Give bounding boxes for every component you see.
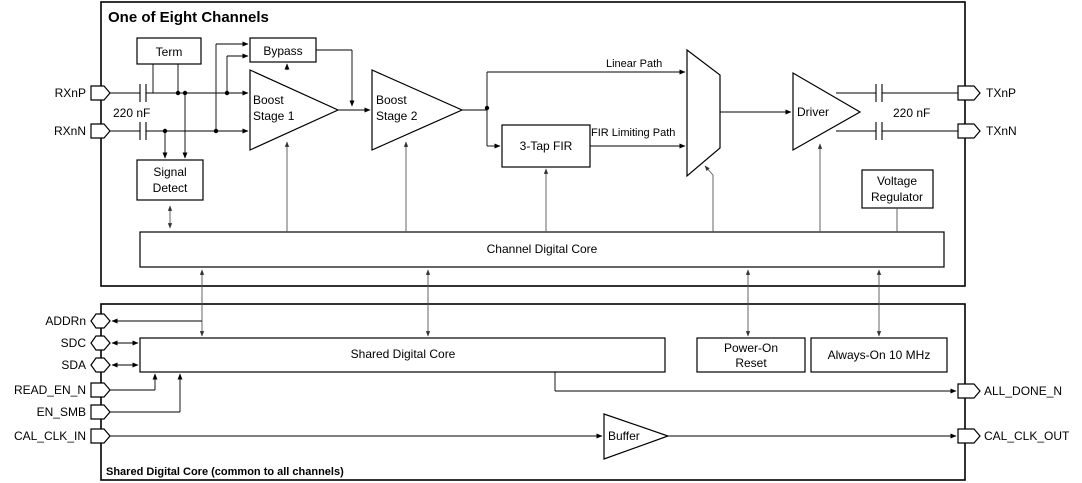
bypass-box (249, 37, 317, 63)
boost-stage-1-label-1: Boost (253, 93, 284, 107)
path-mux (686, 48, 721, 178)
output-capacitor-label: 220 nF (893, 106, 930, 120)
input-capacitor-label: 220 nF (113, 106, 150, 120)
fir-limiting-path-label: FIR Limiting Path (591, 127, 675, 139)
cal-clk-out-pin (957, 428, 981, 444)
sda-label: SDA (61, 358, 86, 372)
cal-clk-in-pin (90, 428, 111, 444)
signal-detect-box (136, 159, 204, 201)
driver-label: Driver (797, 105, 829, 119)
term-box (136, 37, 202, 65)
en-smb-pin (90, 404, 111, 420)
read-en-n-pin (90, 382, 111, 398)
boost-stage-2-label-1: Boost (376, 93, 407, 107)
always-on-box (810, 337, 948, 373)
txnp-pin (957, 85, 981, 101)
fir-label: 3-Tap FIR (520, 139, 573, 153)
rxnn-pin (90, 123, 111, 139)
signal-detect-label-1: Signal (153, 165, 186, 179)
power-on-reset-box (696, 337, 806, 373)
bypass-label: Bypass (263, 44, 302, 58)
channel-digital-core-box (139, 231, 945, 268)
driver (792, 71, 862, 152)
shared-frame-title: Shared Digital Core (common to all chann… (106, 466, 344, 478)
sdc-pin (90, 335, 111, 351)
en-smb-label: EN_SMB (37, 405, 86, 419)
input-capacitor-n (110, 122, 246, 140)
voltage-regulator-box (861, 169, 934, 209)
buffer-label: Buffer (608, 429, 640, 443)
txnn-label: TXnN (986, 124, 1017, 138)
sdc-label: SDC (61, 336, 87, 350)
rxnn-label: RXnN (54, 124, 86, 138)
boost-stage-1-label-2: Stage 1 (253, 109, 295, 123)
boost-stage-2-label-2: Stage 2 (376, 109, 418, 123)
signal-detect-label-2: Detect (153, 181, 188, 195)
boost-stage-1 (249, 69, 340, 151)
rxnp-label: RXnP (55, 86, 86, 100)
term-label: Term (156, 45, 183, 59)
all-done-n-label: ALL_DONE_N (984, 384, 1062, 398)
addrn-label: ADDRn (45, 314, 86, 328)
always-on-label: Always-On 10 MHz (828, 348, 931, 362)
voltage-regulator-label-2: Regulator (871, 190, 923, 204)
rxnp-pin (90, 85, 111, 101)
cal-clk-out-label: CAL_CLK_OUT (984, 429, 1070, 443)
shared-digital-core-box (139, 337, 666, 373)
shared-digital-core-label: Shared Digital Core (351, 347, 456, 361)
txnp-label: TXnP (986, 86, 1016, 100)
shared-frame (100, 303, 966, 481)
buffer (603, 413, 670, 460)
voltage-regulator-label-1: Voltage (877, 174, 917, 188)
power-on-reset-label-2: Reset (735, 356, 767, 370)
boost-stage-2 (371, 69, 464, 151)
all-done-n-pin (957, 383, 981, 399)
cal-clk-in-label: CAL_CLK_IN (14, 429, 86, 443)
power-on-reset-label-1: Power-On (724, 341, 778, 355)
channel-frame-title: One of Eight Channels (108, 9, 269, 26)
addrn-pin (90, 313, 111, 329)
read-en-n-label: READ_EN_N (14, 383, 86, 397)
txnn-pin (957, 123, 981, 139)
channel-digital-core-label: Channel Digital Core (487, 242, 598, 256)
input-capacitor-p (110, 84, 246, 102)
sda-pin (90, 357, 111, 373)
linear-path-label: Linear Path (606, 58, 662, 70)
